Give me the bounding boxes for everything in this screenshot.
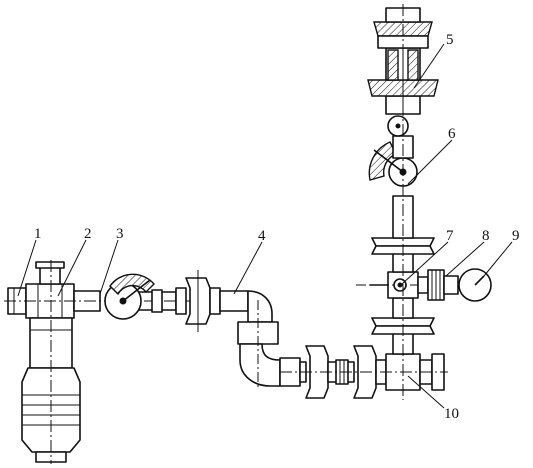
callout-9: 9 — [512, 228, 520, 244]
elbow-pipe-4 — [219, 290, 281, 390]
vertical-riser — [356, 4, 492, 400]
callout-5: 5 — [446, 32, 454, 48]
callout-10: 10 — [444, 406, 459, 422]
callout-4: 4 — [258, 228, 266, 244]
callout-3: 3 — [116, 226, 124, 242]
left-hanging-assembly — [21, 260, 81, 464]
callout-6: 6 — [448, 126, 456, 142]
flange-left — [175, 270, 221, 332]
callouts: 1 2 3 4 5 6 7 8 9 10 — [17, 32, 520, 422]
gate-valve-3 — [104, 273, 163, 320]
callout-8: 8 — [482, 228, 490, 244]
callout-2: 2 — [84, 226, 92, 242]
lower-horizontal-pipe — [279, 345, 448, 399]
callout-1: 1 — [34, 226, 42, 242]
callout-7: 7 — [446, 228, 454, 244]
